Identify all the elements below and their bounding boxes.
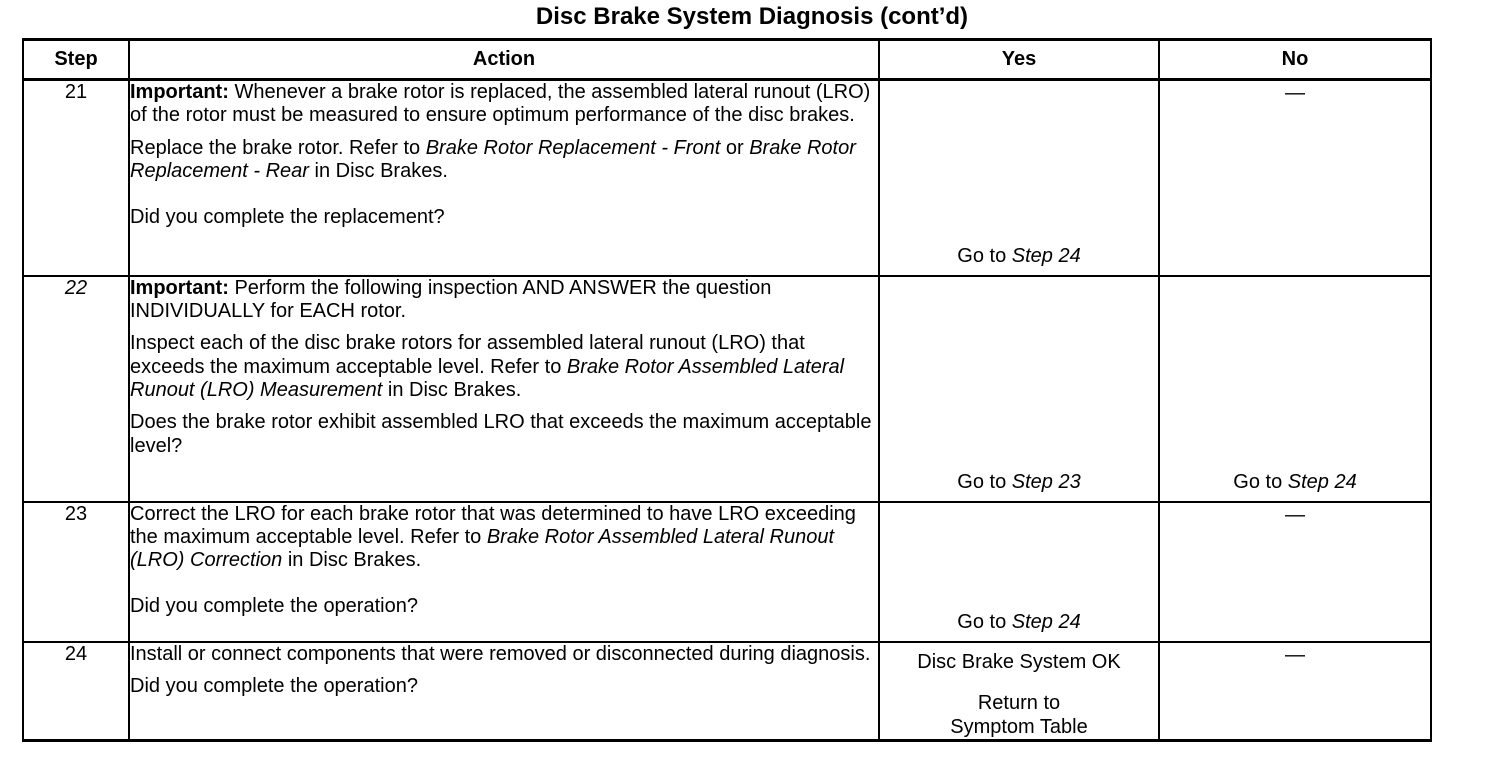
important-label: Important: <box>130 81 229 103</box>
reference-title: Brake Rotor Assembled Lateral Runout (LR… <box>130 355 845 402</box>
column-header-step: Step <box>22 38 130 81</box>
goto-text: Go to <box>957 470 1012 493</box>
action-paragraph: Correct the LRO for each brake rotor tha… <box>130 503 878 573</box>
reference-title: Brake Rotor Assembled Lateral Runout (LR… <box>130 525 835 572</box>
action-text: Perform the following inspection AND ANS… <box>130 276 772 322</box>
step-number: 24 <box>22 640 130 743</box>
goto-text: Go to <box>957 244 1012 267</box>
yes-result-line: Return to <box>977 691 1061 714</box>
em-dash: — <box>1285 82 1305 104</box>
reference-title: Brake Rotor Replacement - Front <box>425 136 721 159</box>
no-cell: — <box>1158 500 1432 643</box>
action-text: in Disc Brakes. <box>282 549 422 572</box>
yes-instruction: Go to Step 24 <box>880 244 1158 269</box>
action-cell: Important: Perform the following inspect… <box>128 274 880 503</box>
goto-step-reference: Step 24 <box>1011 244 1081 267</box>
step-number: 23 <box>22 500 130 643</box>
important-label: Important: <box>130 276 229 299</box>
step-number: 21 <box>22 78 130 277</box>
yes-instruction: Go to Step 24 <box>880 610 1158 635</box>
no-cell: — <box>1158 78 1432 277</box>
action-cell: Important: Whenever a brake rotor is rep… <box>128 78 880 277</box>
action-text: Replace the brake rotor. Refer to <box>130 136 426 159</box>
action-paragraph: Install or connect components that were … <box>130 643 878 666</box>
em-dash: — <box>1285 643 1305 666</box>
column-header-yes: Yes <box>878 38 1160 81</box>
column-header-no: No <box>1158 38 1432 81</box>
action-paragraph: Inspect each of the disc brake rotors fo… <box>130 332 878 402</box>
yes-cell: Go to Step 23 <box>878 274 1160 503</box>
table-row: 22 Important: Perform the following insp… <box>22 274 1432 503</box>
no-cell: Go to Step 24 <box>1158 274 1432 503</box>
action-question: Did you complete the operation? <box>130 674 418 697</box>
yes-result: Disc Brake System OK Return to Symptom T… <box>880 643 1158 740</box>
reference-title: Brake Rotor Replacement - Rear <box>130 136 856 183</box>
no-instruction: Go to Step 24 <box>1160 470 1430 495</box>
goto-step-reference: Step 24 <box>1287 470 1357 493</box>
action-text: Correct the LRO for each brake rotor tha… <box>130 502 856 548</box>
column-header-action: Action <box>128 38 880 81</box>
table-row: 24 Install or connect components that we… <box>22 640 1432 743</box>
goto-step-reference: Step 23 <box>1011 470 1081 493</box>
no-cell: — <box>1158 640 1432 743</box>
yes-cell: Disc Brake System OK Return to Symptom T… <box>878 640 1160 743</box>
yes-instruction: Go to Step 23 <box>880 470 1158 495</box>
diagnosis-table: Step Action Yes No 21 Important: Wheneve… <box>22 38 1432 743</box>
action-text: in Disc Brakes. <box>382 379 522 402</box>
table-header-row: Step Action Yes No <box>22 38 1432 81</box>
action-text: Inspect each of the disc brake rotors fo… <box>130 332 805 378</box>
action-cell: Correct the LRO for each brake rotor tha… <box>128 500 880 643</box>
goto-text: Go to <box>1233 470 1288 493</box>
goto-text: Go to <box>957 610 1012 633</box>
yes-cell: Go to Step 24 <box>878 78 1160 277</box>
action-question: Did you complete the replacement? <box>130 205 445 228</box>
step-number: 22 <box>22 274 130 503</box>
action-text: Whenever a brake rotor is replaced, the … <box>130 81 871 127</box>
action-question: Did you complete the operation? <box>130 594 418 617</box>
action-text: in Disc Brakes. <box>308 160 448 183</box>
yes-result-line: Symptom Table <box>950 715 1088 738</box>
action-question: Does the brake rotor exhibit assembled L… <box>130 411 872 457</box>
diagnosis-table-container: Step Action Yes No 21 Important: Wheneve… <box>22 38 1432 743</box>
goto-step-reference: Step 24 <box>1011 610 1081 633</box>
action-paragraph: Important: Whenever a brake rotor is rep… <box>130 81 878 128</box>
yes-result-line: Disc Brake System OK <box>917 650 1121 673</box>
action-cell: Install or connect components that were … <box>128 640 880 743</box>
em-dash: — <box>1285 503 1305 526</box>
action-paragraph: Replace the brake rotor. Refer to Brake … <box>130 137 878 184</box>
action-text: or <box>720 136 750 159</box>
action-text: Install or connect components that were … <box>130 642 871 665</box>
table-row: 21 Important: Whenever a brake rotor is … <box>22 78 1432 277</box>
yes-cell: Go to Step 24 <box>878 500 1160 643</box>
action-paragraph: Important: Perform the following inspect… <box>130 277 878 324</box>
table-row: 23 Correct the LRO for each brake rotor … <box>22 500 1432 643</box>
page-title: Disc Brake System Diagnosis (cont’d) <box>535 3 969 30</box>
